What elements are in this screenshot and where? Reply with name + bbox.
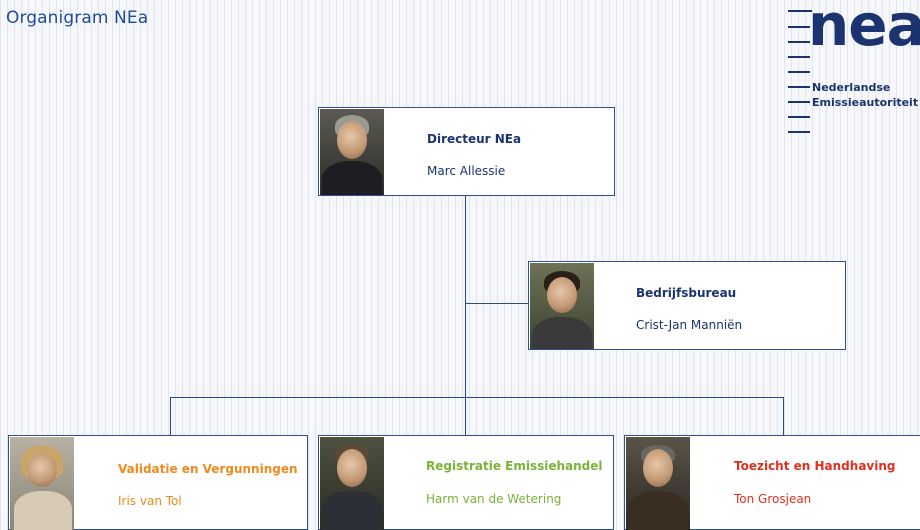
department-box-validatie: Validatie en Vergunningen Iris van Tol [8, 435, 308, 530]
department-role-toezicht: Toezicht en Handhaving [734, 459, 896, 473]
staff-box: Bedrijfsbureau Crist-Jan Manniën [528, 261, 846, 350]
department-name-registratie: Harm van de Wetering [426, 492, 562, 506]
department-photo-toezicht [626, 437, 690, 530]
logo-wordmark: nea [808, 0, 920, 59]
department-photo-validatie [10, 437, 74, 530]
connector-dept-3 [783, 397, 784, 435]
department-role-validatie: Validatie en Vergunningen [118, 462, 298, 476]
staff-name: Crist-Jan Manniën [636, 318, 743, 332]
director-photo [320, 109, 384, 195]
staff-photo [530, 263, 594, 349]
department-name-toezicht: Ton Grosjean [734, 492, 812, 506]
department-box-registratie: Registratie Emissiehandel Harm van de We… [318, 435, 614, 530]
department-photo-registratie [320, 437, 384, 530]
connector-dept-2 [465, 397, 466, 435]
department-role-registratie: Registratie Emissiehandel [426, 459, 603, 473]
logo-subtitle-line2: Emissieautoriteit [812, 96, 919, 109]
nea-logo: nea Nederlandse Emissieautoriteit [788, 0, 920, 148]
department-name-validatie: Iris van Tol [118, 494, 182, 508]
connector-staff-branch [465, 303, 528, 304]
director-role: Directeur NEa [427, 132, 522, 146]
connector-director-down [465, 196, 466, 398]
connector-departments-horizontal [170, 397, 783, 398]
staff-role: Bedrijfsbureau [636, 286, 737, 300]
logo-subtitle-line1: Nederlandse [812, 81, 891, 94]
page-title: Organigram NEa [6, 8, 149, 28]
connector-dept-1 [170, 397, 171, 435]
director-name: Marc Allessie [427, 164, 506, 178]
department-box-toezicht: Toezicht en Handhaving Ton Grosjean [624, 435, 920, 530]
director-box: Directeur NEa Marc Allessie [318, 107, 615, 196]
